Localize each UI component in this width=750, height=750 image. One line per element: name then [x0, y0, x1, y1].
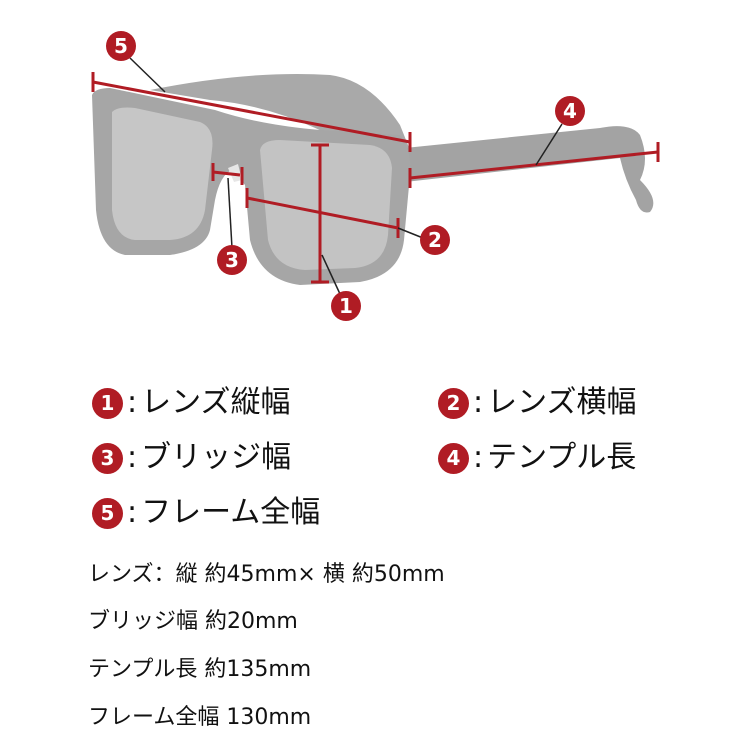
callout-badges: 5 4 2 3 1 — [106, 31, 585, 321]
svg-text:3: 3 — [225, 248, 239, 272]
legend-label: テンプル長 — [487, 440, 637, 475]
number-badge: 4 — [438, 442, 469, 474]
left-lens — [112, 107, 213, 240]
legend-label: レンズ横幅 — [487, 385, 637, 420]
legend-item-frame-width: 5 : フレーム全幅 — [92, 495, 320, 531]
right-lens — [260, 140, 392, 270]
number-badge: 1 — [92, 387, 123, 419]
legend-item-bridge-width: 3 : ブリッジ幅 — [92, 440, 291, 476]
number-badge: 5 — [92, 497, 123, 529]
svg-text:4: 4 — [563, 99, 577, 123]
temple-arm — [405, 126, 654, 213]
spec-bridge: ブリッジ幅 約20mm — [88, 609, 298, 634]
legend-label: フレーム全幅 — [141, 495, 321, 530]
legend-item-lens-height: 1 : レンズ縦幅 — [92, 385, 291, 421]
spec-lens: レンズ：縦 約45mm× 横 約50mm — [88, 562, 445, 587]
legend-label: ブリッジ幅 — [141, 440, 292, 475]
spec-temple: テンプル長 約135mm — [88, 657, 312, 682]
legend-label: レンズ縦幅 — [141, 385, 291, 420]
svg-text:5: 5 — [114, 34, 128, 58]
legend-item-lens-width: 2 : レンズ横幅 — [438, 385, 637, 421]
number-badge: 3 — [92, 442, 123, 474]
sunglasses-diagram: 5 4 2 3 1 — [91, 31, 660, 321]
spec-frame: フレーム全幅 130mm — [88, 705, 312, 730]
legend-item-temple-length: 4 : テンプル長 — [438, 440, 636, 476]
number-badge: 2 — [438, 387, 469, 419]
svg-text:1: 1 — [339, 294, 353, 318]
svg-text:2: 2 — [428, 228, 442, 252]
